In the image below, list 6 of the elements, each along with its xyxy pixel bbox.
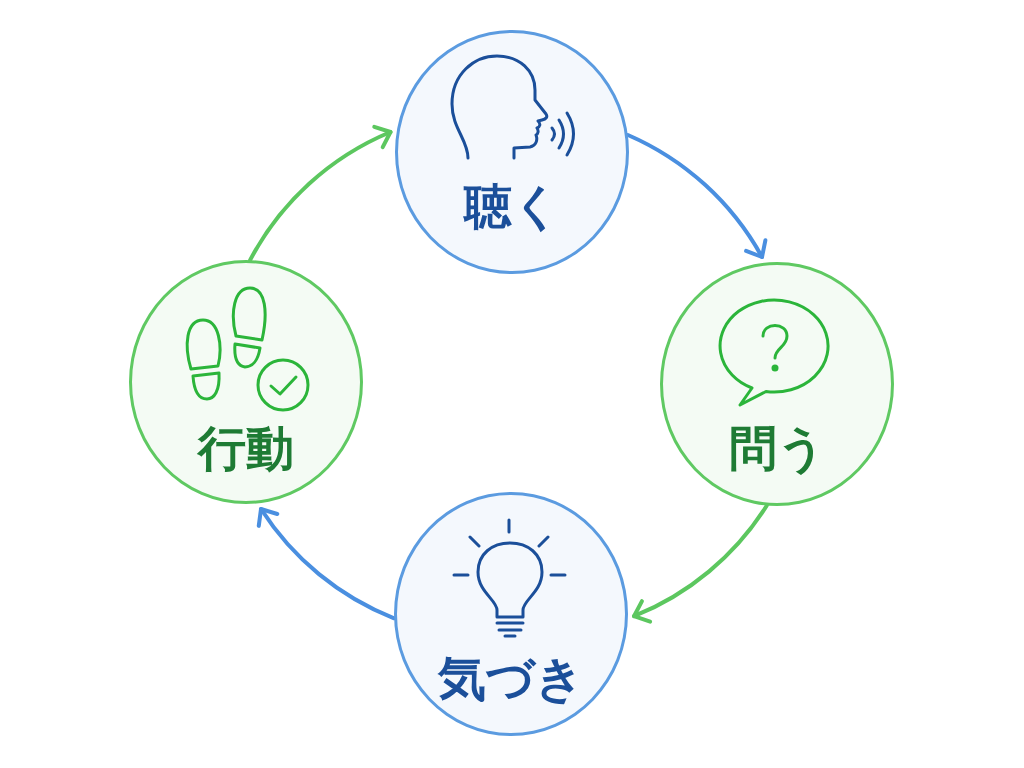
step-label: 聴く [463, 178, 561, 234]
step-label: 行動 [198, 420, 294, 476]
arrow [248, 125, 393, 263]
arrow [632, 503, 769, 623]
step-label: 問う [728, 420, 826, 476]
step-label: 気づき [438, 650, 584, 706]
